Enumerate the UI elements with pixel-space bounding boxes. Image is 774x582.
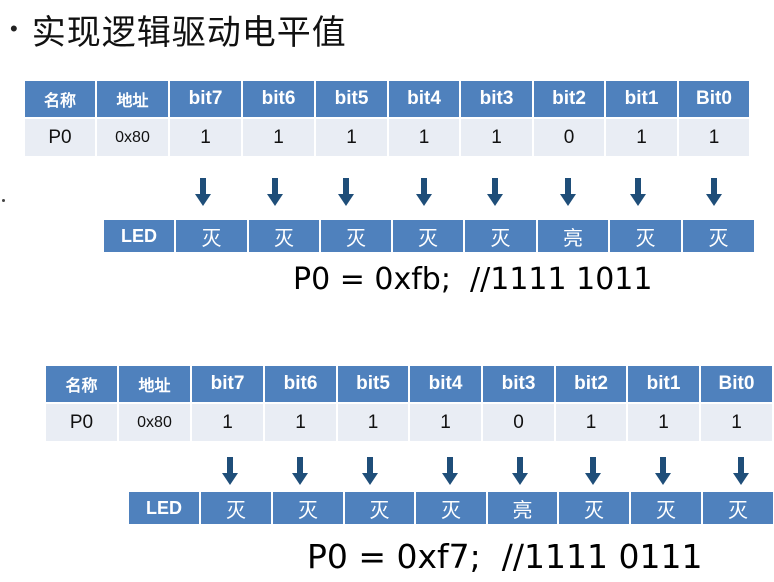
- cell-register-name: P0: [23, 117, 97, 158]
- down-arrow-icon: [195, 178, 211, 206]
- cell-bit2: 0: [532, 117, 606, 158]
- header-bit6: bit6: [263, 364, 338, 404]
- led-state-bit7: 灭: [199, 490, 273, 526]
- header-name: 名称: [44, 364, 119, 404]
- down-arrow-icon: [338, 178, 354, 206]
- register-table-1: 名称 地址 bit7 bit6 bit5 bit4 bit3 bit2 bit1…: [23, 79, 751, 158]
- led-state-bit5: 灭: [343, 490, 416, 526]
- bullet-point: •: [10, 16, 18, 41]
- led-state-bit2: 灭: [557, 490, 631, 526]
- led-row: LED 灭 灭 灭 灭 亮 灭 灭 灭: [127, 490, 774, 526]
- register-value-row: P0 0x80 1 1 1 1 0 1 1 1: [44, 402, 774, 443]
- down-arrow-icon: [512, 457, 528, 485]
- header-address: 地址: [117, 364, 192, 404]
- down-arrow-icon: [292, 457, 308, 485]
- header-bit0: Bit0: [699, 364, 774, 404]
- header-bit2: bit2: [532, 79, 606, 119]
- cell-bit3: 0: [481, 402, 556, 443]
- down-arrow-icon: [222, 457, 238, 485]
- cell-bit4: 1: [387, 117, 461, 158]
- header-bit7: bit7: [168, 79, 243, 119]
- cell-register-name: P0: [44, 402, 119, 443]
- slide-title: 实现逻辑驱动电平值: [31, 12, 347, 53]
- cell-bit1: 1: [626, 402, 701, 443]
- led-table-2: LED 灭 灭 灭 灭 亮 灭 灭 灭: [127, 490, 774, 526]
- cell-bit6: 1: [241, 117, 316, 158]
- arrow-row-1: [0, 178, 774, 208]
- arrow-row-2: [0, 457, 774, 487]
- cell-bit7: 1: [190, 402, 265, 443]
- led-state-bit3: 灭: [463, 218, 538, 254]
- header-bit4: bit4: [387, 79, 461, 119]
- code-statement-2: P0 = 0xf7; //1111 0111: [307, 537, 703, 576]
- cell-bit5: 1: [336, 402, 410, 443]
- led-state-bit7: 灭: [174, 218, 249, 254]
- led-label: LED: [102, 218, 176, 254]
- header-bit3: bit3: [459, 79, 534, 119]
- header-address: 地址: [95, 79, 170, 119]
- cell-bit1: 1: [604, 117, 679, 158]
- down-arrow-icon: [706, 178, 722, 206]
- header-bit6: bit6: [241, 79, 316, 119]
- cell-bit6: 1: [263, 402, 338, 443]
- down-arrow-icon: [267, 178, 283, 206]
- led-state-bit2: 亮: [536, 218, 610, 254]
- header-bit5: bit5: [336, 364, 410, 404]
- cell-register-address: 0x80: [95, 117, 170, 158]
- register-header-row: 名称 地址 bit7 bit6 bit5 bit4 bit3 bit2 bit1…: [23, 79, 751, 119]
- register-value-row: P0 0x80 1 1 1 1 1 0 1 1: [23, 117, 751, 158]
- down-arrow-icon: [416, 178, 432, 206]
- header-bit3: bit3: [481, 364, 556, 404]
- led-state-bit6: 灭: [271, 490, 345, 526]
- code-statement-1: P0 = 0xfb; //1111 1011: [293, 262, 653, 297]
- register-header-row: 名称 地址 bit7 bit6 bit5 bit4 bit3 bit2 bit1…: [44, 364, 774, 404]
- header-bit5: bit5: [314, 79, 389, 119]
- led-state-bit4: 灭: [414, 490, 488, 526]
- cell-bit0: 1: [699, 402, 774, 443]
- cell-bit2: 1: [554, 402, 628, 443]
- led-label: LED: [127, 490, 201, 526]
- down-arrow-icon: [487, 178, 503, 206]
- header-bit1: bit1: [626, 364, 701, 404]
- down-arrow-icon: [560, 178, 576, 206]
- header-bit7: bit7: [190, 364, 265, 404]
- cell-bit3: 1: [459, 117, 534, 158]
- cell-bit5: 1: [314, 117, 389, 158]
- cell-bit7: 1: [168, 117, 243, 158]
- header-bit0: Bit0: [677, 79, 751, 119]
- down-arrow-icon: [655, 457, 671, 485]
- led-state-bit5: 灭: [319, 218, 393, 254]
- header-bit4: bit4: [408, 364, 483, 404]
- led-table-1: LED 灭 灭 灭 灭 灭 亮 灭 灭: [102, 218, 756, 254]
- led-state-bit0: 灭: [701, 490, 774, 526]
- led-state-bit1: 灭: [629, 490, 703, 526]
- register-table-2: 名称 地址 bit7 bit6 bit5 bit4 bit3 bit2 bit1…: [44, 364, 774, 443]
- cell-register-address: 0x80: [117, 402, 192, 443]
- cell-bit4: 1: [408, 402, 483, 443]
- down-arrow-icon: [442, 457, 458, 485]
- down-arrow-icon: [733, 457, 749, 485]
- header-name: 名称: [23, 79, 97, 119]
- led-state-bit6: 灭: [247, 218, 321, 254]
- stray-bullet-dot: [2, 199, 5, 202]
- header-bit2: bit2: [554, 364, 628, 404]
- led-state-bit3: 亮: [486, 490, 559, 526]
- header-bit1: bit1: [604, 79, 679, 119]
- led-row: LED 灭 灭 灭 灭 灭 亮 灭 灭: [102, 218, 756, 254]
- down-arrow-icon: [630, 178, 646, 206]
- down-arrow-icon: [585, 457, 601, 485]
- down-arrow-icon: [362, 457, 378, 485]
- slide-title-row: • 实现逻辑驱动电平值: [10, 4, 347, 54]
- led-state-bit4: 灭: [391, 218, 465, 254]
- led-state-bit0: 灭: [681, 218, 756, 254]
- cell-bit0: 1: [677, 117, 751, 158]
- led-state-bit1: 灭: [608, 218, 683, 254]
